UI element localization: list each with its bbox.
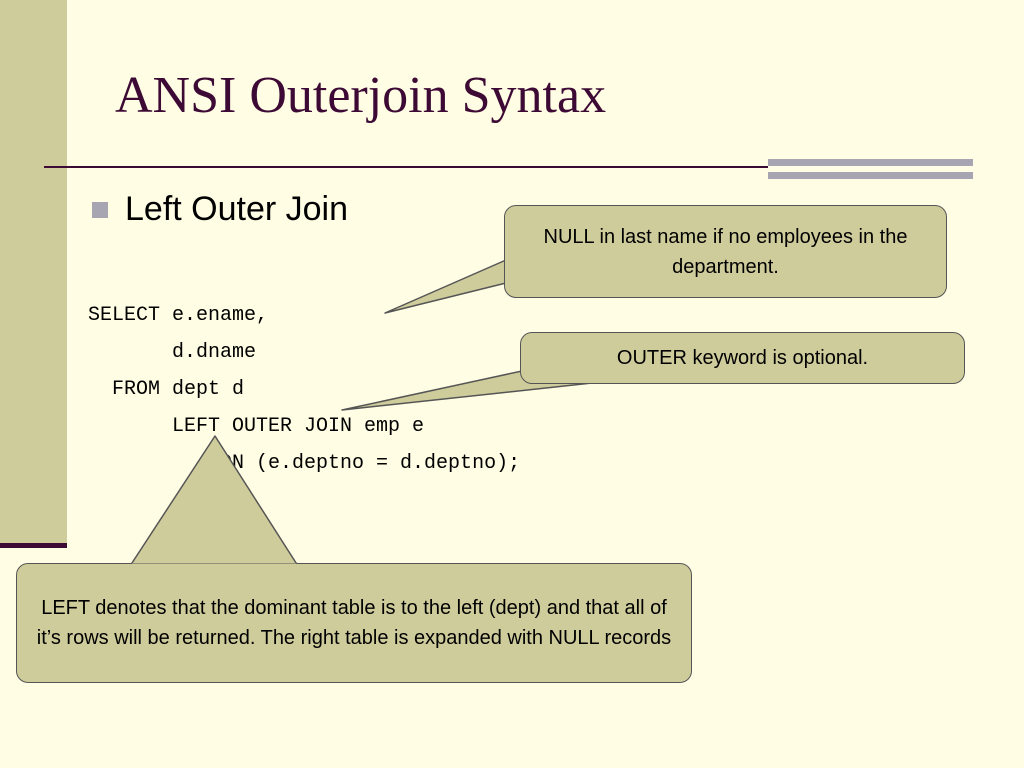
title-rule-accent-top [768,159,973,166]
slide-title: ANSI Outerjoin Syntax [115,67,607,124]
left-decor-band [0,0,67,546]
code-line: FROM dept d [88,378,245,401]
sql-code-block: SELECT e.ename, d.dname FROM dept d LEFT… [88,297,520,482]
callout-left-denotes-text: LEFT denotes that the dominant table is … [36,597,672,649]
left-band-underline [0,543,67,548]
title-rule-accent-bottom [768,172,973,179]
code-line: d.dname [88,341,257,364]
bullet-square-icon [92,201,108,218]
code-line: SELECT e.ename, [88,304,269,327]
bullet-text: Left Outer Join [125,190,349,228]
code-line: LEFT OUTER JOIN emp e [88,415,425,438]
title-rule [44,166,768,168]
callout-outer-optional-text: OUTER keyword is optional. [616,347,869,369]
callout-null-lastname: NULL in last name if no employees in the… [504,205,947,298]
callout-left-denotes: LEFT denotes that the dominant table is … [16,563,692,683]
callout-null-lastname-text: NULL in last name if no employees in the… [543,225,908,278]
callout-outer-optional: OUTER keyword is optional. [520,332,965,384]
bullet-item: Left Outer Join [92,190,348,229]
